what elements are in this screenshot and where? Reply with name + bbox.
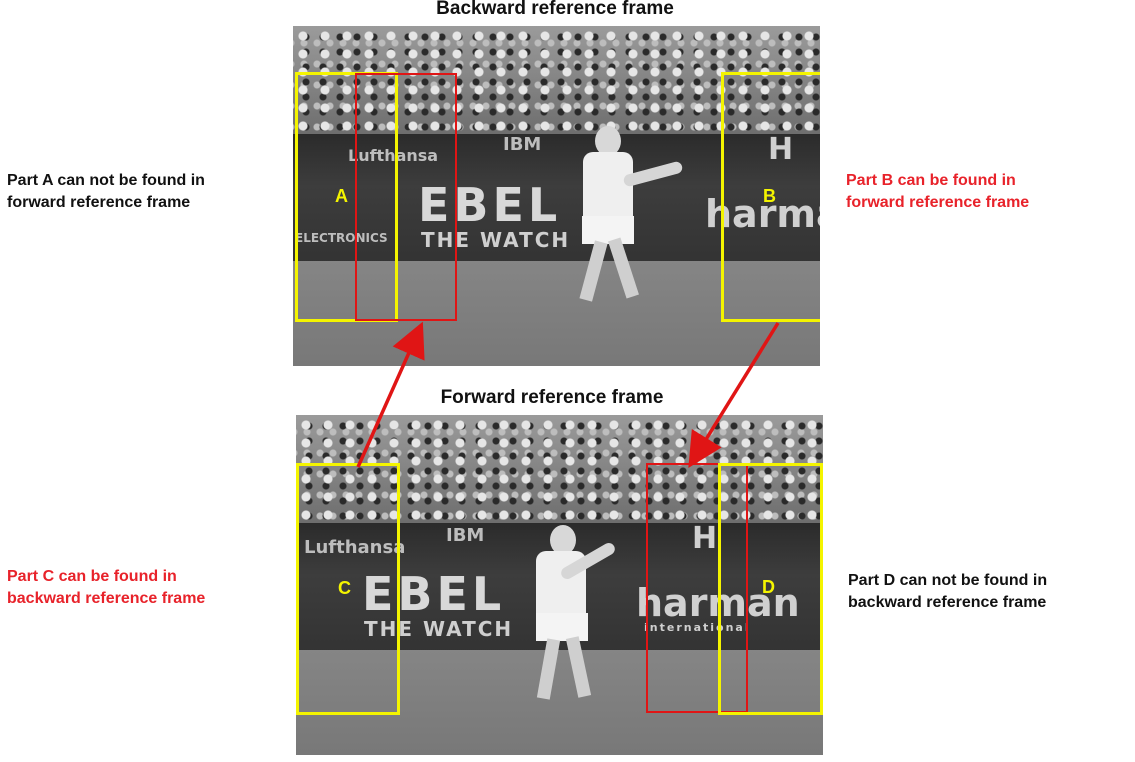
label-c: C (338, 578, 351, 598)
crowd-background (296, 415, 823, 525)
ad-ibm: IBM (446, 525, 485, 546)
ad-h: H (692, 521, 718, 556)
backward-reference-frame-image: Lufthansa IBM EBEL THE WATCH harman H EL… (293, 26, 820, 366)
ad-the-watch: THE WATCH (364, 617, 514, 641)
ad-harman: harman (705, 192, 820, 236)
ad-ebel: EBEL (362, 567, 506, 621)
court-surface (296, 650, 823, 755)
ad-the-watch: THE WATCH (421, 228, 571, 252)
label-a: A (335, 186, 348, 206)
forward-frame-title: Forward reference frame (440, 387, 664, 408)
caption-part-b-line2: forward reference frame (846, 194, 1030, 211)
backward-frame-title: Backward reference frame (436, 0, 674, 19)
arrow-b-to-d-match (688, 322, 780, 468)
caption-part-c-line2: backward reference frame (7, 590, 206, 607)
caption-part-a: Part A can not be found in forward refer… (7, 170, 297, 214)
ad-ebel: EBEL (418, 178, 562, 232)
caption-part-a-line1: Part A can not be found in (7, 172, 205, 189)
crowd-background (293, 26, 820, 136)
ad-electronics: ELECTRONICS (295, 231, 388, 245)
forward-reference-frame-image: Lufthansa IBM EBEL THE WATCH harman inte… (296, 415, 823, 755)
ad-h: H (768, 132, 794, 167)
caption-part-d: Part D can not be found in backward refe… (848, 570, 1135, 614)
ad-international: international (644, 621, 751, 634)
caption-part-b: Part B can be found in forward reference… (846, 170, 1135, 214)
ad-ibm: IBM (503, 134, 542, 155)
caption-part-b-line1: Part B can be found in (846, 172, 1016, 189)
region-d-box (718, 463, 823, 715)
advertising-board (293, 134, 820, 264)
caption-part-c-line1: Part C can be found in (7, 568, 177, 585)
ad-lufthansa: Lufthansa (304, 537, 406, 558)
region-b-box (721, 72, 820, 322)
caption-part-d-line1: Part D can not be found in (848, 572, 1048, 589)
caption-part-d-line2: backward reference frame (848, 594, 1047, 611)
caption-part-a-line2: forward reference frame (7, 194, 191, 211)
ad-harman: harman (636, 581, 800, 625)
caption-part-c: Part C can be found in backward referenc… (7, 566, 297, 610)
region-a-match-box (355, 73, 457, 321)
region-a-box (295, 72, 398, 322)
region-c-box (296, 463, 400, 715)
label-d: D (762, 577, 775, 597)
court-surface (293, 261, 820, 366)
ad-lufthansa: Lufthansa (348, 146, 439, 165)
label-b: B (763, 186, 776, 206)
arrow-c-to-a-match (356, 321, 425, 468)
